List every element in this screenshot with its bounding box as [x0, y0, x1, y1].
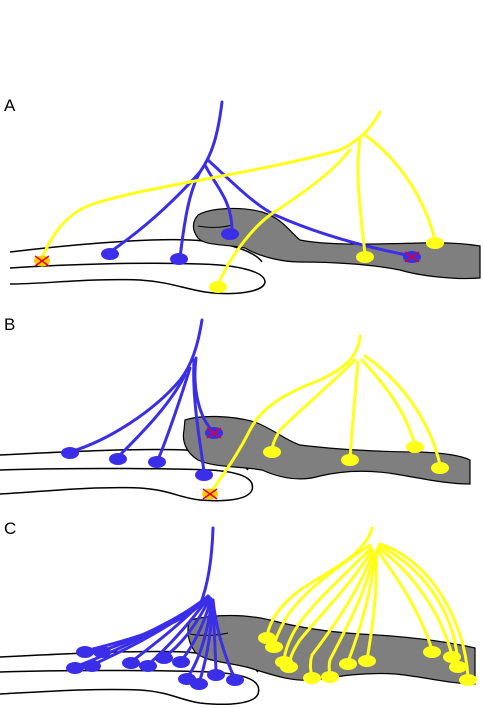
panel-b-blue-cross-marker: [206, 427, 222, 439]
panel-a-yellow-terminals: [209, 237, 444, 293]
panel-label-c: C: [4, 519, 16, 538]
panel-label-a: A: [4, 96, 16, 115]
panel-a-outline-lower: [9, 262, 266, 295]
panel-a-blue-cross-marker: [404, 251, 420, 263]
panel-b-yellow-axons: [208, 334, 442, 496]
panel-a-gray-notch: [197, 224, 233, 228]
panel-c-gray-region: [187, 614, 476, 685]
panel-c-outline-lower: [0, 669, 260, 705]
panel-c-yellow-terminals: [258, 632, 477, 686]
panel-a-yellow-axons: [40, 110, 437, 287]
panel-c-blue-terminals: [66, 646, 244, 690]
panel-c-gray-notch: [189, 632, 229, 636]
panel-label-b: B: [4, 315, 15, 334]
panel-a-yellow-cross-marker: [34, 255, 50, 267]
panel-a-blue-axons: [108, 100, 414, 260]
panel-b-yellow-cross-marker: [202, 488, 218, 500]
panel-a-outline-upper: [9, 238, 263, 263]
panel-b-yellow-terminals: [263, 441, 449, 474]
panel-c: C: [0, 519, 477, 705]
panel-b-outline-lower: [0, 467, 254, 502]
panel-b: B: [0, 315, 471, 502]
panel-a: A: [4, 96, 481, 295]
